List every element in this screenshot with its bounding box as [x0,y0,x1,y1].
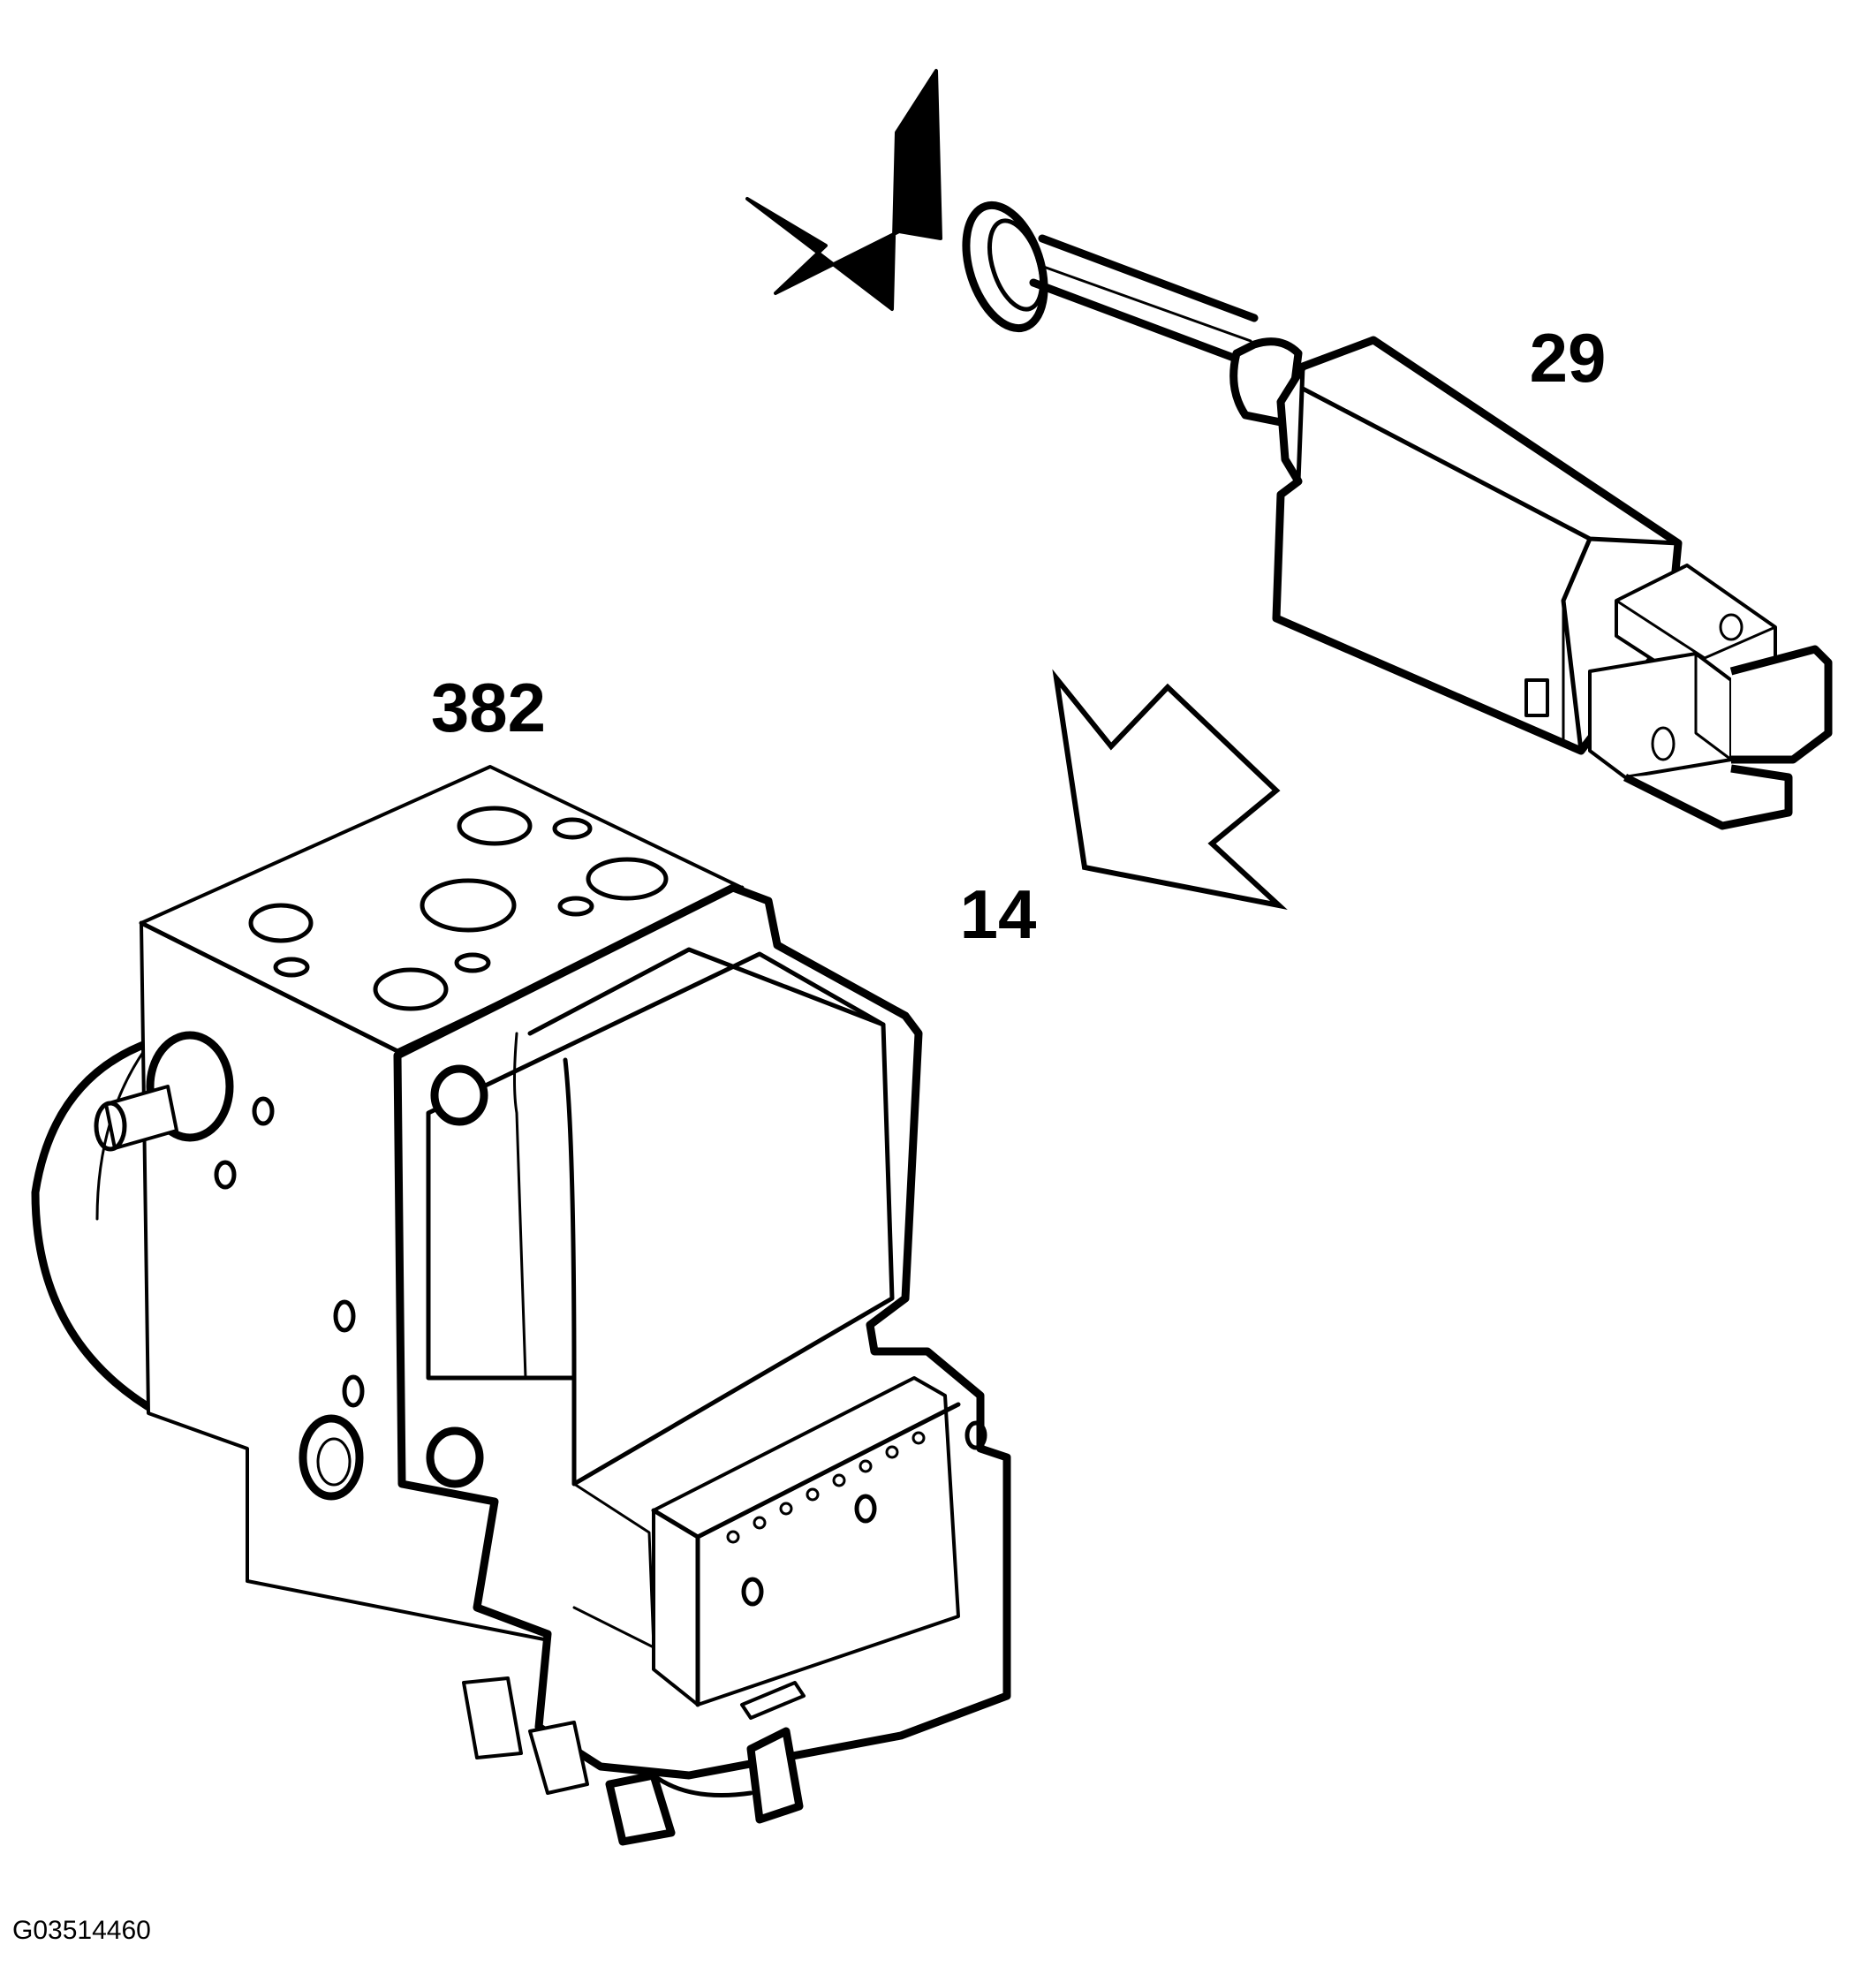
connector-pins [726,1431,926,1544]
callout-29: 29 [1530,319,1607,397]
figure-code: G03514460 [12,1916,151,1945]
abs-control-module [31,765,1011,1846]
port-holes [248,806,669,1011]
arrow-solid-icon [745,69,942,311]
callout-14: 14 [960,875,1037,953]
callout-382: 382 [431,669,546,746]
arrow-outline-icon [1052,669,1288,910]
brake-light-switch [962,201,1833,830]
